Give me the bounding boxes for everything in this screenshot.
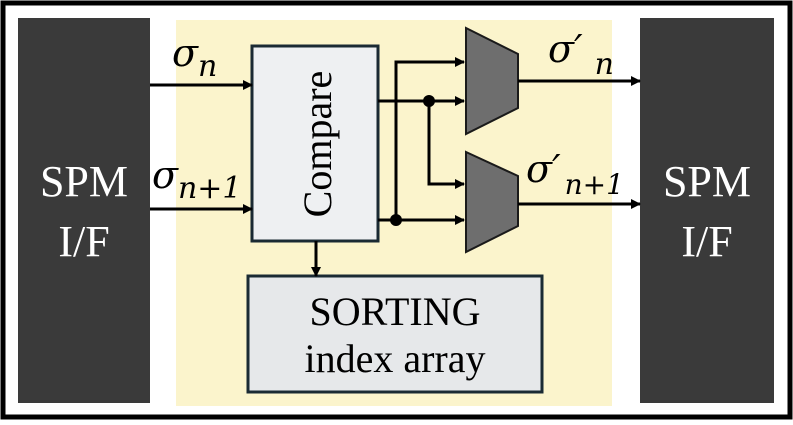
sorting-label: SORTING: [310, 289, 481, 334]
junction-dot-upper: [423, 95, 435, 107]
index-array-label: index array: [304, 336, 485, 381]
left-if-label: I/F: [58, 217, 109, 266]
label-sigma-prime-n-plus-1: σ′n+1: [526, 147, 624, 201]
label-sigma-prime-n: σ′n: [548, 27, 614, 82]
label-sigma-n-plus-1: σn+1: [152, 153, 242, 206]
compare-block: Compare: [250, 44, 380, 243]
label-sigma-n: σn: [172, 31, 217, 84]
left-spm-label: SPM: [40, 157, 128, 206]
right-if-label: I/F: [681, 217, 732, 266]
junction-dot-lower: [390, 214, 402, 226]
mux-lower: [465, 150, 519, 254]
sorting-index-array-block: SORTING index array: [246, 274, 544, 394]
right-spm-label: SPM: [663, 157, 751, 206]
right-spm-interface: SPM I/F: [640, 18, 774, 403]
mux-wiring: [378, 57, 465, 225]
left-spm-interface: SPM I/F: [18, 18, 150, 403]
compare-label: Compare: [295, 71, 340, 218]
mux-upper: [465, 26, 519, 136]
